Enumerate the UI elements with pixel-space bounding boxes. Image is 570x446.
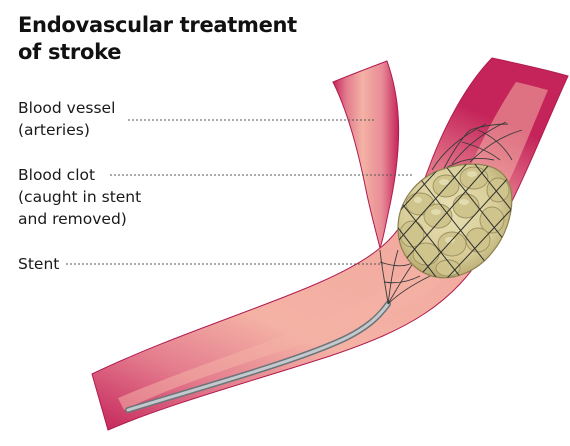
blood-vessel-label: Blood vessel (arteries): [18, 97, 115, 141]
blood-clot-label: Blood clot (caught in stent and removed): [18, 164, 141, 230]
stent-grid: [398, 164, 512, 278]
blood-vessel-label-line-1: Blood vessel: [18, 99, 116, 117]
diagram-title-line-2: of stroke: [18, 40, 122, 64]
catheter-wire-highlight: [126, 302, 390, 412]
main-artery: [91, 57, 569, 431]
blood-vessel-label-line-2: (arteries): [18, 121, 90, 139]
diagram-title-line-1: Endovascular treatment: [18, 13, 297, 37]
blood-clot-label-line-2: (caught in stent: [18, 188, 142, 206]
blood-clot-label-line-1: Blood clot: [18, 166, 96, 184]
blood-clot-label-line-3: and removed): [18, 210, 127, 228]
leader-lines: [66, 119, 412, 265]
stent-label-line-1: Stent: [18, 255, 60, 273]
blood-clot: [397, 163, 513, 279]
diagram-title: Endovascular treatment of stroke: [18, 12, 297, 66]
stent-label: Stent: [18, 253, 59, 275]
branch-artery: [332, 60, 400, 250]
stent-mesh: [379, 121, 523, 305]
